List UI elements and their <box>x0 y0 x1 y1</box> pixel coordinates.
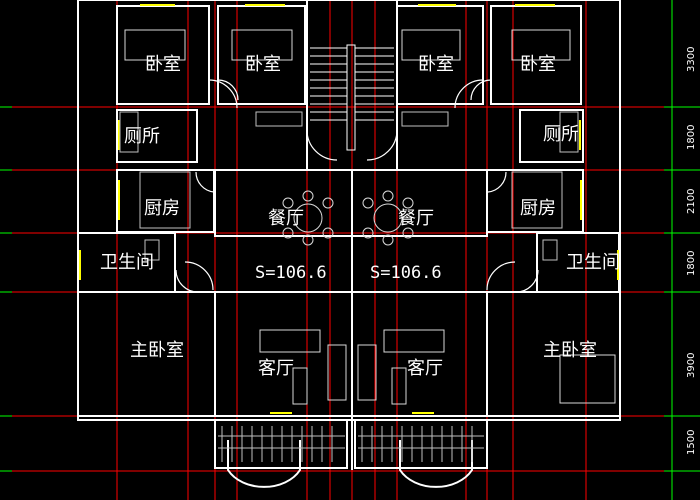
dimension-label-3: 2100 <box>686 189 697 214</box>
bedroom-label-4: 卧室 <box>520 54 556 75</box>
toilet-label-left: 厕所 <box>124 126 160 147</box>
bathroom-label-right: 卫生间 <box>566 252 620 273</box>
living-room-label-right: 客厅 <box>407 358 443 379</box>
dining-table-right <box>362 190 414 246</box>
dimension-label-1: 3300 <box>686 47 697 72</box>
living-room-label-left: 客厅 <box>258 358 294 379</box>
dining-table-left <box>282 190 334 246</box>
area-label-right: S=106.6 <box>370 263 442 283</box>
bathroom-label-left: 卫生间 <box>100 252 154 273</box>
bedroom-label-1: 卧室 <box>145 54 181 75</box>
dimension-label-6: 1500 <box>686 430 697 455</box>
toilet-label-right: 厕所 <box>543 124 579 145</box>
stairs <box>310 44 394 151</box>
dining-label-left: 餐厅 <box>268 208 304 229</box>
master-bedroom-label-right: 主卧室 <box>543 340 597 361</box>
sofa-sets <box>259 329 445 405</box>
area-label-left: S=106.6 <box>255 263 327 283</box>
dining-label-right: 餐厅 <box>398 208 434 229</box>
door-swings <box>175 79 539 293</box>
balcony-hatch <box>218 426 484 462</box>
bedroom-label-3: 卧室 <box>418 54 454 75</box>
master-bedroom-label-left: 主卧室 <box>130 340 184 361</box>
kitchen-counters <box>119 111 579 261</box>
dimension-label-2: 1800 <box>686 125 697 150</box>
dimension-label-4: 1800 <box>686 251 697 276</box>
kitchen-label-right: 厨房 <box>520 198 556 219</box>
dimension-label-5: 3900 <box>686 353 697 378</box>
bedroom-label-2: 卧室 <box>245 54 281 75</box>
bed-icons <box>124 29 616 404</box>
windows <box>79 4 619 414</box>
kitchen-label-left: 厨房 <box>144 198 180 219</box>
